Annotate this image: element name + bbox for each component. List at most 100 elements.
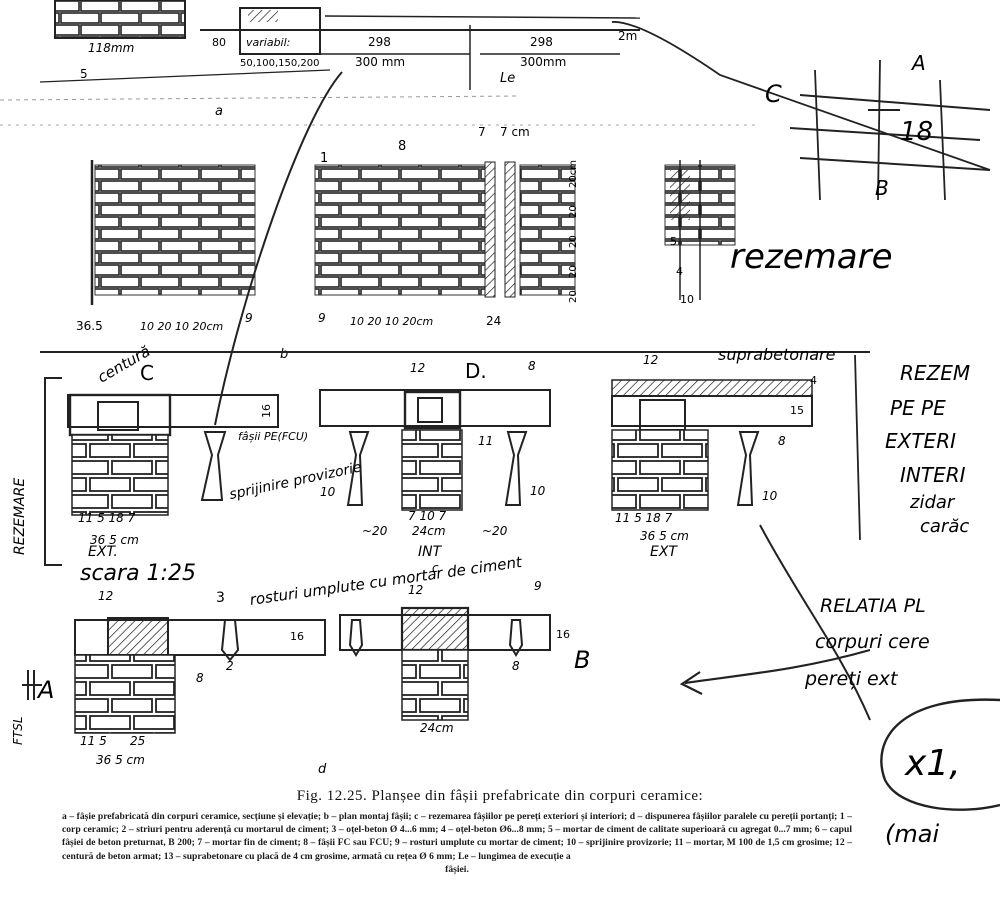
figure-legend-text: a – fâșie prefabricată din corpuri ceram…: [62, 811, 852, 862]
dim-ext2-4: 4: [810, 374, 817, 387]
label-8-d2: 8: [512, 659, 520, 673]
label-8-c: 8: [528, 359, 536, 373]
label-16-d2: 16: [556, 628, 570, 641]
note-line-4: INTERI: [900, 463, 966, 487]
hand-sketch-grid: A C 18 B: [765, 51, 991, 201]
hand-b-d: B: [574, 646, 590, 674]
dim-20cm-1: 20: [568, 205, 579, 218]
label-16-d1: 16: [290, 630, 304, 643]
label-3: 3: [216, 590, 225, 606]
dim-20cm-4: 20: [568, 290, 579, 303]
dim-ext-total: 36 5 cm: [90, 533, 139, 547]
label-9-a: 9: [245, 311, 253, 325]
dim-20-a: ~20: [362, 524, 388, 538]
dim-118mm: 118mm: [88, 41, 134, 55]
label-2-d: 2: [226, 659, 234, 673]
dim-20cm-3: 20: [568, 265, 579, 278]
label-9-d: 9: [534, 579, 542, 593]
label-12-b: 12: [643, 353, 658, 367]
figure-legend-last: fâșiei.: [445, 863, 469, 875]
dim-7cm: 7 cm: [500, 125, 530, 139]
hand-ext2: EXT: [650, 544, 678, 560]
label-le: Le: [500, 71, 515, 86]
note-bottom-text: (mai: [885, 820, 939, 848]
note-relatia-1: RELATIA PL: [820, 595, 926, 617]
label-8-c2: 8: [778, 434, 786, 448]
hand-sprijinire: sprijinire provizorie: [228, 459, 363, 503]
dim-10-b: 10: [680, 293, 694, 306]
figure-legend: a – fâșie prefabricată din corpuri ceram…: [62, 810, 852, 876]
hand-a-d: A: [36, 676, 54, 704]
label-d-mid: D.: [465, 359, 487, 383]
right-handwritten-notes: REZEM PE PE EXTERI INTERI zidar carăc RE…: [804, 361, 1000, 848]
hand-rezemare: rezemare: [730, 237, 893, 277]
dim-300-a: 300 mm: [355, 55, 405, 69]
note-line-1: REZEM: [900, 361, 970, 385]
dim-300-b: 300mm: [520, 55, 566, 69]
figure-title: Fig. 12.25. Planșee din fâșii prefabrica…: [296, 788, 704, 804]
hand-b-top: B: [875, 176, 889, 200]
hand-18: 18: [900, 117, 933, 147]
hand-scara: scara 1:25: [80, 561, 196, 586]
label-5: 5: [80, 67, 88, 81]
dim-25-d: 25: [130, 734, 145, 748]
label-11: 11: [478, 434, 493, 448]
note-relatia-2: corpuri cere: [815, 631, 930, 653]
dim-int-mid: 7 10 7: [408, 509, 447, 523]
dim-bottom-mid: 10 20 10 20cm: [350, 315, 433, 328]
section-d-parallel: rosturi umplute cu mortar de ciment 3 12…: [11, 553, 871, 777]
dim-ext2-total: 36 5 cm: [640, 529, 689, 543]
label-10-c: 10: [762, 489, 778, 503]
section-b-plan: b 8 1 7 7 cm 20cm 20 20 20 20 36.5 10 20…: [0, 71, 893, 426]
label-variabil: variabil:: [246, 36, 290, 49]
dim-5-b: 5: [670, 235, 677, 248]
dim-36-5cm-d: 36 5 cm: [96, 753, 145, 767]
dim-298-a: 298: [368, 35, 391, 49]
label-8-d1: 8: [196, 671, 204, 685]
note-relatia-3: pereți ext: [804, 668, 899, 690]
dim-bottom-left: 10 20 10 20cm: [140, 320, 223, 333]
dim-20cm-2: 20: [568, 235, 579, 248]
dim-ext2-15: 15: [790, 404, 804, 417]
label-c-big: C: [140, 361, 154, 385]
dim-11-5-d: 11 5: [80, 734, 107, 748]
dim-4-b: 4: [676, 265, 683, 278]
note-line-5: zidar: [909, 492, 956, 513]
hand-a-top: A: [910, 51, 926, 75]
label-10-b: 10: [530, 484, 546, 498]
label-10-a: 10: [320, 485, 336, 499]
hand-suprabetonare: suprabetonare: [718, 345, 836, 364]
dim-298-b: 298: [530, 35, 553, 49]
label-9-b: 9: [318, 311, 326, 325]
hand-ext: EXT.: [88, 544, 118, 560]
label-b: b: [280, 347, 288, 362]
dim-int-total: 24cm: [412, 524, 446, 538]
hand-fasii: fâșii PE(FCU): [238, 430, 308, 443]
note-line-6: carăc: [920, 516, 969, 537]
label-16-c: 16: [260, 404, 273, 418]
note-circle-text: x1,: [904, 743, 961, 784]
dim-7-a: 7: [478, 125, 486, 139]
dim-20-b: ~20: [482, 524, 508, 538]
label-2m: 2m: [618, 29, 637, 43]
label-a: a: [215, 104, 223, 119]
dim-24cm-d: 24cm: [420, 721, 454, 735]
dim-ext2-bottom: 11 5 18 7: [615, 511, 673, 525]
note-line-2: PE PE: [890, 396, 946, 420]
dim-20cm-0: 20cm: [568, 160, 579, 188]
dim-80: 80: [212, 36, 226, 49]
variabil-values: 50,100,150,200: [240, 58, 320, 69]
hand-rezemare-vert: REZEMARE: [12, 478, 28, 555]
label-12-d2: 12: [408, 583, 423, 597]
label-c-small: c: [432, 561, 439, 575]
dim-36-5: 36.5: [76, 319, 103, 333]
hand-rosturi: rosturi umplute cu mortar de ciment: [249, 553, 524, 609]
label-1-b: 1: [320, 151, 328, 166]
label-8-b: 8: [398, 139, 406, 154]
dim-ext-bottom: 11 5 18 7: [78, 511, 136, 525]
label-12-a: 12: [410, 361, 425, 375]
hand-int: INT: [418, 544, 443, 560]
dim-24-b: 24: [486, 314, 501, 328]
hand-left-vert: FTSL: [11, 716, 25, 745]
